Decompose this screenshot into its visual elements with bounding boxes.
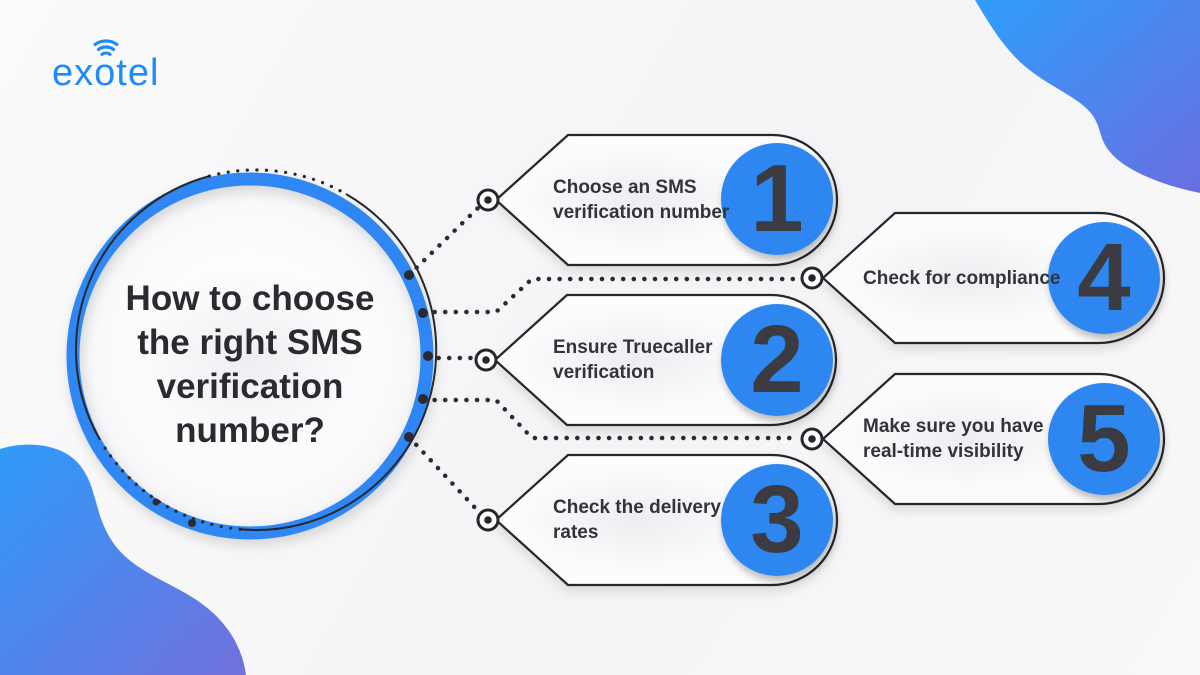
corner-blob-bottom-left: [0, 444, 246, 675]
step-pill-5: [821, 372, 1166, 506]
bullseye-icons: [474, 188, 824, 532]
connector-step-4: [421, 276, 802, 315]
infographic-title: How to choose the right SMS verification…: [125, 279, 375, 450]
step-pill-2: [493, 293, 838, 427]
exotel-logo: exotel: [52, 39, 202, 100]
corner-blob-top-right: [975, 0, 1200, 193]
step-2-label: Ensure Truecaller verification: [553, 337, 713, 383]
step-5-label: Make sure you have real-time visibility: [863, 416, 1044, 462]
bullseye-icon: [800, 266, 824, 290]
step-1-number: 1: [750, 145, 804, 252]
step-pill-1: [494, 133, 839, 267]
dotted-connectors: [406, 204, 802, 515]
step-number-badge: [1048, 383, 1160, 495]
connector-step-3: [406, 434, 482, 515]
step-pill-4: [821, 211, 1166, 345]
step-number-badge: [721, 464, 833, 576]
step-5-number: 5: [1077, 385, 1131, 492]
step-pill-3: [494, 453, 839, 587]
step-number-badge: [1048, 222, 1160, 334]
bullseye-icon: [476, 188, 500, 212]
step-1-label: Choose an SMS verification number: [553, 177, 730, 223]
connector-step-1: [406, 204, 482, 278]
step-number-badge: [721, 304, 833, 416]
bullseye-icon: [476, 508, 500, 532]
step-3-label: Check the delivery rates: [553, 497, 721, 543]
step-4-number: 4: [1077, 224, 1131, 331]
bullseye-icon: [474, 348, 498, 372]
step-3-number: 3: [750, 466, 804, 573]
step-2-number: 2: [750, 306, 804, 413]
bullseye-icon: [800, 427, 824, 451]
logo-signal-arcs-icon: [93, 39, 119, 56]
step-number-badge: [721, 143, 833, 255]
logo-wordmark: exotel: [52, 52, 160, 94]
center-circle: [66, 168, 438, 540]
step-4-label: Check for compliance: [863, 267, 1061, 289]
